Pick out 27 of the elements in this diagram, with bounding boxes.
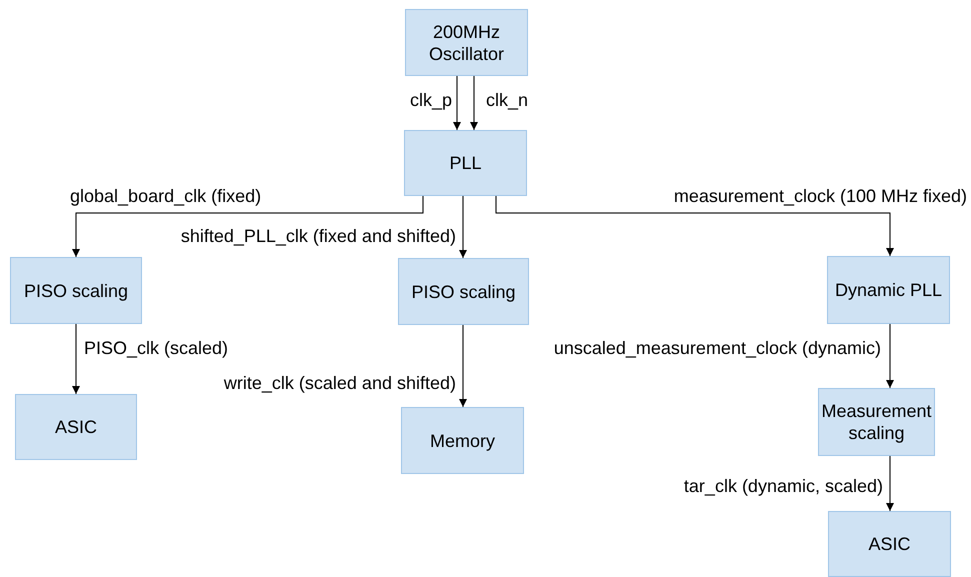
process-box: 200MHz Oscillator	[405, 9, 528, 76]
process-box: PISO scaling	[10, 257, 142, 324]
process-box: ASIC	[828, 511, 951, 577]
edge-label: unscaled_measurement_clock (dynamic)	[554, 337, 881, 359]
edge-label: shifted_PLL_clk (fixed and shifted)	[180, 225, 456, 247]
process-box: ASIC	[15, 394, 137, 460]
arrow	[496, 196, 894, 256]
arrow	[459, 324, 467, 408]
edge-label: write_clk (scaled and shifted)	[224, 372, 456, 394]
edge-label: tar_clk (dynamic, scaled)	[684, 475, 883, 497]
arrow	[459, 196, 467, 258]
edge-label: measurement_clock (100 MHz fixed)	[674, 185, 967, 207]
edge-label: clk_p	[410, 89, 452, 111]
process-box: PISO scaling	[398, 258, 529, 325]
arrow	[886, 456, 894, 512]
process-box: Dynamic PLL	[827, 256, 950, 324]
edge-label: PISO_clk (scaled)	[84, 337, 228, 359]
process-box: Measurement scaling	[818, 388, 935, 456]
process-box: PLL	[404, 130, 527, 196]
process-box: Memory	[401, 407, 524, 474]
edge-label: global_board_clk (fixed)	[70, 185, 262, 207]
arrow	[453, 76, 461, 130]
arrow	[886, 324, 894, 388]
arrow	[72, 324, 80, 394]
edge-label: clk_n	[486, 89, 528, 111]
arrow	[72, 196, 424, 258]
arrow	[470, 76, 478, 130]
